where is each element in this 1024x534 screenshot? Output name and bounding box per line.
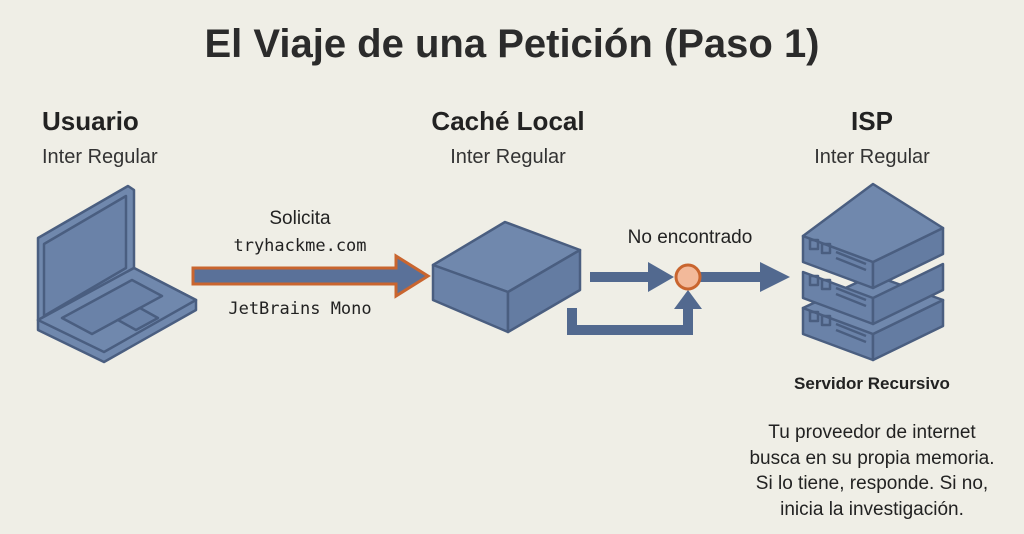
- request-label: Solicita: [269, 208, 331, 229]
- user-font-note: Inter Regular: [42, 146, 158, 168]
- server-stack-icon: [801, 182, 945, 362]
- laptop-icon: [36, 184, 198, 364]
- cache-font-note: Inter Regular: [450, 146, 566, 168]
- isp-font-note: Inter Regular: [814, 146, 930, 168]
- request-arrow: [191, 253, 431, 299]
- request-font-note: JetBrains Mono: [228, 299, 372, 319]
- diagram-title: El Viaje de una Petición (Paso 1): [204, 22, 820, 66]
- description-line: Tu proveedor de internet: [768, 422, 976, 443]
- cache-label: Caché Local: [431, 106, 585, 136]
- description-line: Si lo tiene, responde. Si no,: [755, 473, 989, 494]
- isp-description: Tu proveedor de internet busca en su pro…: [749, 420, 994, 522]
- request-domain: tryhackme.com: [233, 236, 367, 256]
- isp-caption: Servidor Recursivo: [794, 374, 950, 393]
- description-line: inicia la investigación.: [780, 498, 964, 520]
- junction-node: [674, 263, 702, 291]
- description-line: busca en su propia memoria.: [749, 447, 995, 469]
- not-found-label: No encontrado: [627, 227, 753, 248]
- isp-label: ISP: [851, 106, 893, 136]
- user-label: Usuario: [42, 106, 139, 136]
- not-found-arrows: [567, 262, 790, 335]
- box-icon: [431, 220, 582, 334]
